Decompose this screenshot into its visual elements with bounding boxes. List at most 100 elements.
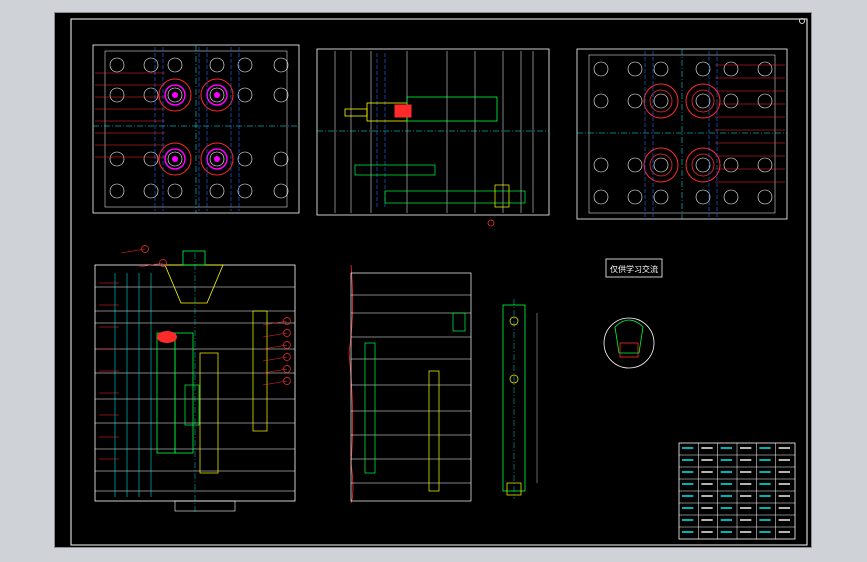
title-cell-text [701,459,713,461]
cavity-center [172,156,178,162]
cavity-center [214,92,220,98]
title-cell-text [778,495,790,497]
balloon-marker [283,341,291,349]
title-cell-text [759,519,771,521]
bolt-hole [143,87,159,103]
balloon-marker [141,245,149,253]
bolt-hole [757,157,773,173]
title-cell-text [682,471,694,473]
title-cell-text [682,507,694,509]
cavity-core [691,153,715,177]
title-cell-text [720,447,732,449]
cavity-ring [643,147,679,183]
title-cell-text [682,447,694,449]
bolt-hole [723,157,739,173]
side-view-middle [316,48,550,227]
bolt-hole [723,61,739,77]
cavity-ring [685,83,721,119]
cavity-ring [200,142,234,176]
title-block [678,442,796,540]
title-cell-text [720,471,732,473]
title-cell-text [701,531,713,533]
bolt-hole [167,87,183,103]
title-cell-text [740,495,752,497]
cavity-ring [643,83,679,119]
ejector-pin-detail [502,299,538,499]
title-cell-text [778,531,790,533]
bolt-hole [723,189,739,205]
bolt-hole [143,57,159,73]
title-cell-text [778,483,790,485]
bolt-hole [237,87,253,103]
bolt-hole [209,57,225,73]
title-cell-text [759,459,771,461]
balloon-leader [138,262,164,268]
cavity-ring [685,147,721,183]
title-cell-text [701,483,713,485]
bolt-hole [695,157,711,173]
title-cell-text [701,447,713,449]
title-cell-text [740,507,752,509]
cad-viewport[interactable]: 仅供学习交流 [54,12,812,548]
balloon-marker [283,353,291,361]
title-cell-text [740,447,752,449]
bolt-hole [237,151,253,167]
bolt-hole [695,61,711,77]
cavity-core [691,89,715,113]
note-box [605,258,663,278]
bolt-hole [109,57,125,73]
balloon-marker [283,365,291,373]
cavity-center [172,92,178,98]
bolt-hole [209,151,225,167]
title-cell-text [740,471,752,473]
bolt-hole [593,189,609,205]
title-cell-text [720,507,732,509]
title-cell-text [759,471,771,473]
cavity-ring [200,78,234,112]
title-cell-text [740,483,752,485]
drawing-canvas: 仅供学习交流 [70,18,808,546]
cavity-core [164,148,186,170]
bolt-hole [109,87,125,103]
balloon-marker [159,259,167,267]
cavity-core [649,89,673,113]
title-cell-text [778,459,790,461]
bolt-hole [273,183,289,199]
title-cell-text [720,483,732,485]
bolt-hole [593,157,609,173]
bolt-hole [109,183,125,199]
title-cell-text [778,471,790,473]
title-cell-text [740,459,752,461]
title-cell-text [682,495,694,497]
bolt-hole [273,151,289,167]
bolt-hole [723,93,739,109]
bolt-hole [143,151,159,167]
bolt-hole [209,87,225,103]
title-cell-text [720,495,732,497]
title-cell-text [682,483,694,485]
bolt-hole [695,93,711,109]
balloon-leader [120,248,146,254]
title-cell-text [701,471,713,473]
bolt-hole [593,93,609,109]
plan-view-left [92,44,300,214]
ucs-marker-icon [799,18,805,24]
bolt-hole [653,93,669,109]
title-cell-text [740,531,752,533]
balloon-leader [262,368,288,374]
cavity-center [214,156,220,162]
title-cell-text [720,459,732,461]
title-cell-text [682,531,694,533]
title-cell-text [682,459,694,461]
title-cell-text [759,495,771,497]
bolt-hole [695,189,711,205]
balloon-marker [283,377,291,385]
title-cell-text [720,519,732,521]
balloon-leader [262,320,288,326]
title-cell-text [759,483,771,485]
title-cell-text [778,507,790,509]
bolt-hole [237,183,253,199]
cavity-core [649,153,673,177]
bolt-hole [627,61,643,77]
section-view-middle [348,264,472,504]
